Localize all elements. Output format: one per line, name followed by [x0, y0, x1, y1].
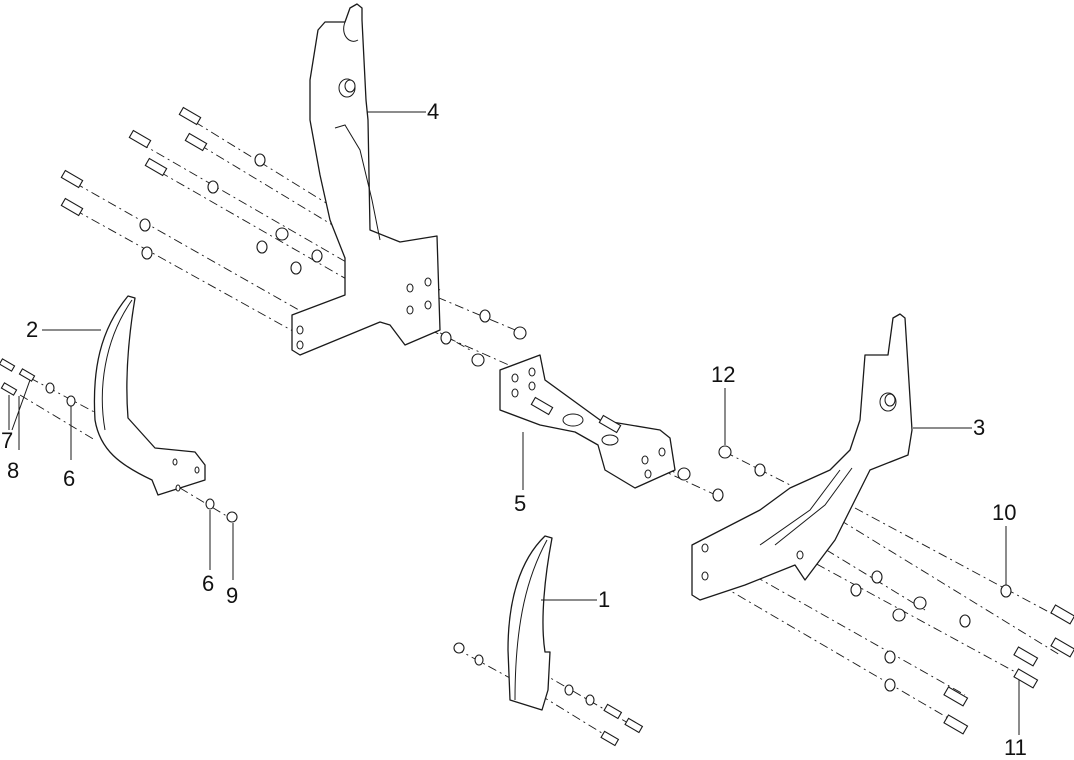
assembly-lines-right — [19, 377, 1061, 739]
callout-7: 7 — [1, 428, 14, 453]
part-2-large-guard — [93, 295, 206, 496]
callout-5: 5 — [514, 491, 527, 516]
callout-8: 8 — [7, 458, 20, 483]
callout-12: 12 — [711, 362, 736, 387]
part-5-center-bracket — [499, 354, 676, 489]
part-1-small-guard — [507, 535, 553, 711]
callout-2: 2 — [26, 317, 39, 342]
leader-lines — [8, 111, 1020, 735]
hardware — [0, 106, 1074, 747]
callout-4: 4 — [427, 99, 440, 124]
callout-3: 3 — [973, 415, 986, 440]
callout-6-lower: 6 — [202, 571, 215, 596]
callout-6-upper: 6 — [63, 466, 76, 491]
callout-11: 11 — [1004, 735, 1027, 760]
callout-9: 9 — [226, 583, 239, 608]
callout-10: 10 — [992, 500, 1017, 525]
callout-1: 1 — [598, 587, 611, 612]
part-4-left-mounting-plate — [291, 3, 441, 356]
part-3-right-mounting-plate — [691, 313, 913, 601]
